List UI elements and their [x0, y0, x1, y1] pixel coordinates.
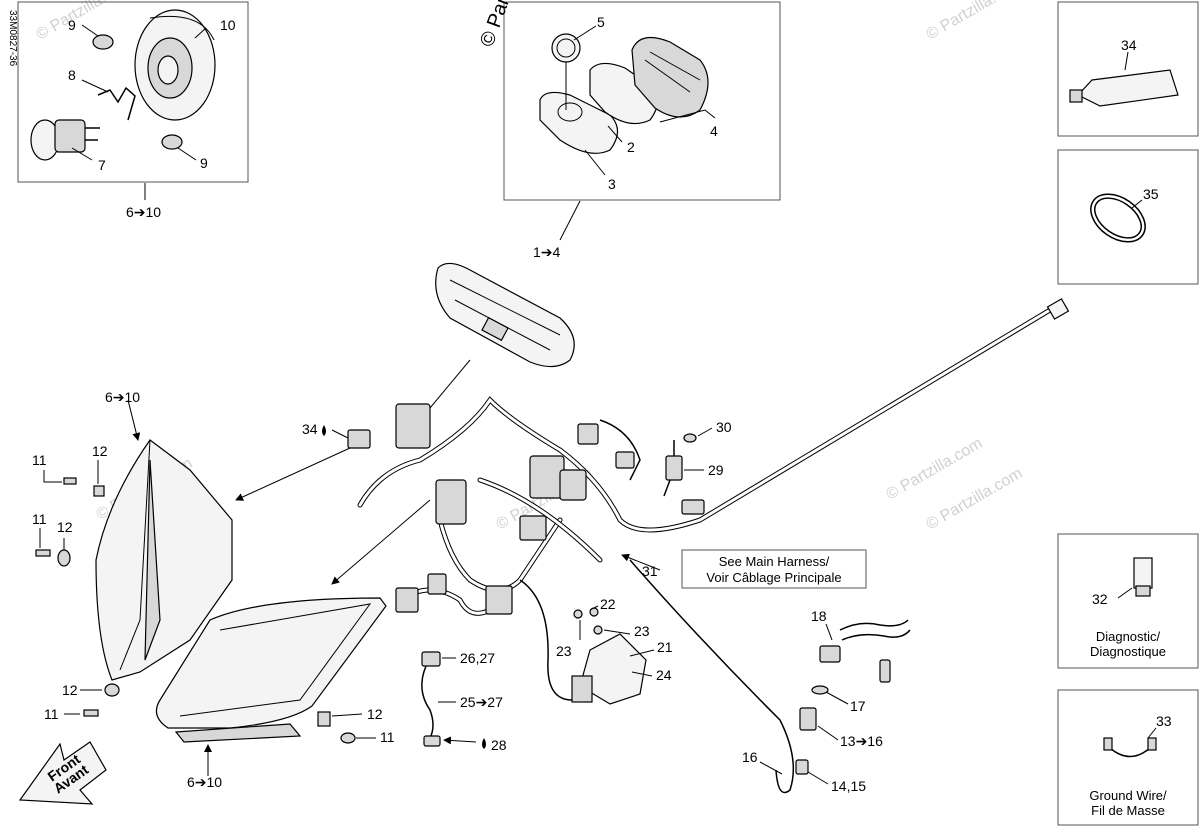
callout-12-b: 12 [57, 519, 73, 535]
callout-7: 7 [98, 157, 106, 173]
gauge-dial [551, 33, 581, 63]
callout-6-10-top: 6➔10 [126, 204, 161, 220]
callout-5: 5 [597, 14, 605, 30]
bulb-socket-top [92, 34, 114, 50]
ground-label-1: Ground Wire/ [1089, 788, 1167, 803]
callout-34-drop: 34 [302, 421, 318, 437]
callout-22: 22 [600, 596, 616, 612]
bulb-socket-bottom [161, 134, 183, 150]
callout-6-10-bottom: 6➔10 [187, 774, 222, 790]
callout-11-c: 11 [44, 706, 59, 722]
callout-10-top: 10 [220, 17, 236, 33]
main-harness-note-1: See Main Harness/ [719, 554, 830, 569]
diagnostic-label-2: Diagnostique [1090, 644, 1166, 659]
fasteners-right [317, 711, 356, 744]
callout-29: 29 [708, 462, 724, 478]
callout-9-top: 9 [68, 17, 76, 33]
callout-12-c: 12 [62, 682, 78, 698]
callout-30: 30 [716, 419, 732, 435]
cable-tie [1090, 193, 1146, 243]
ground-label-2: Fil de Masse [1091, 803, 1165, 818]
callout-11-d: 11 [380, 729, 395, 745]
callout-11-a: 11 [32, 452, 47, 468]
cable-tie-box [1057, 149, 1199, 285]
main-harness [357, 298, 1070, 701]
callout-12-d: 12 [367, 706, 383, 722]
ground-wire-box: Ground Wire/ Fil de Masse [1057, 689, 1199, 826]
callout-14-15: 14,15 [831, 778, 866, 794]
watermark-1: © Partzilla.com [34, 0, 136, 43]
callout-9-bottom: 9 [200, 155, 208, 171]
callout-24: 24 [656, 667, 672, 683]
main-harness-note-2: Voir Câblage Principale [706, 570, 841, 585]
callout-32: 32 [1092, 591, 1108, 607]
watermark-2: © Partzilla.com [924, 0, 1026, 43]
fasteners-left [35, 477, 120, 717]
callout-8: 8 [68, 67, 76, 83]
callout-23-a: 23 [556, 643, 572, 659]
grease-box [1057, 1, 1199, 137]
harness-end-connector [1046, 298, 1070, 320]
callout-31: 31 [642, 563, 658, 579]
diagnostic-box: Diagnostic/ Diagnostique [1057, 533, 1199, 669]
diagnostic-connector [1133, 557, 1153, 589]
callout-3: 3 [608, 176, 616, 192]
callout-6-10-left: 6➔10 [105, 389, 140, 405]
callout-13-16: 13➔16 [840, 733, 883, 749]
callout-11-b: 11 [32, 511, 47, 527]
instrument-cluster [435, 262, 575, 368]
main-harness-note-box [681, 549, 867, 589]
copyright: © Partzilla.com [476, 0, 543, 50]
callout-17: 17 [850, 698, 866, 714]
harness-plug [347, 429, 371, 449]
front-arrow: Front Avant [18, 741, 107, 805]
callout-4: 4 [710, 123, 718, 139]
callout-12-a: 12 [92, 443, 108, 459]
callout-34-box: 34 [1121, 37, 1137, 53]
ground-wire [1109, 747, 1151, 758]
washer-30 [683, 433, 697, 443]
callout-21: 21 [657, 639, 673, 655]
sensor-29 [663, 440, 683, 497]
callout-23-b: 23 [634, 623, 650, 639]
sensor-lead [421, 651, 441, 747]
grease-tube [1077, 69, 1179, 107]
diagnostic-label-1: Diagnostic/ [1096, 629, 1161, 644]
bulb-detail-box [17, 1, 249, 200]
callout-28: 28 [491, 737, 507, 753]
headlight-right [155, 597, 387, 743]
drawing-code: 33M0827-36 [7, 10, 18, 67]
callout-35: 35 [1143, 186, 1159, 202]
callout-1-4: 1➔4 [533, 244, 561, 260]
spring-clip [97, 86, 136, 121]
callout-33: 33 [1156, 713, 1172, 729]
headlight-left [95, 439, 233, 681]
callout-16: 16 [742, 749, 758, 765]
headlight-bulb [30, 119, 100, 161]
callout-26-27: 26,27 [460, 650, 495, 666]
callout-25-27: 25➔27 [460, 694, 503, 710]
relay-module [571, 607, 647, 705]
callout-18: 18 [811, 608, 827, 624]
callout-2: 2 [627, 139, 635, 155]
gauge-detail-box [503, 1, 781, 241]
coil-cord [629, 559, 911, 794]
